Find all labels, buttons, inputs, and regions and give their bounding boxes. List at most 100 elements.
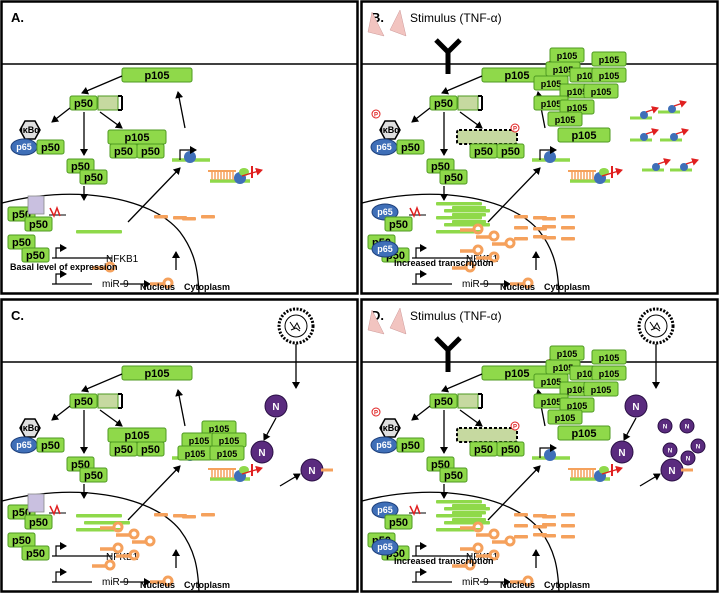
mir-loop <box>472 244 484 256</box>
p50-box <box>69 393 98 409</box>
promoter-arrow <box>55 542 67 556</box>
cytoplasm-label: Cytoplasm <box>544 580 590 590</box>
promoter-arrow <box>55 270 67 284</box>
p50-box <box>496 143 525 159</box>
ribosome-small <box>680 163 688 171</box>
n-bind-arrow <box>639 473 661 487</box>
mir-loop <box>144 535 156 547</box>
phospho-label: P <box>374 411 378 417</box>
mature-mir9 <box>542 523 556 527</box>
ikba-label: IκBα <box>20 125 40 135</box>
p105-box-label: p105 <box>189 436 210 446</box>
p105-box-label: p105 <box>591 385 612 395</box>
p50-box <box>439 169 468 185</box>
promoter-arrow <box>55 568 67 582</box>
nucleus-label: Nucleus <box>500 580 535 590</box>
p50-box-label: p50 <box>84 470 103 482</box>
p50-box <box>136 441 165 457</box>
panel-B: B.Stimulus (TNF-α)p105Pp50IκBαp65p50PPp5… <box>360 0 719 295</box>
nfkb1-transcript <box>76 230 122 234</box>
nfkb1-transcript <box>84 521 130 525</box>
nuclear-envelope <box>1 491 200 593</box>
gene-to-p105-arrow <box>175 389 186 427</box>
mir-loop <box>504 237 516 249</box>
p105-box <box>107 427 167 443</box>
blocked-small <box>645 128 659 136</box>
nfkb1-transcript <box>76 514 122 518</box>
cytoplasm-label: Cytoplasm <box>184 282 230 292</box>
p105-box <box>583 83 619 99</box>
p50-box-label: p50 <box>29 517 48 529</box>
arrow <box>99 111 123 129</box>
mir-loop <box>464 261 476 273</box>
nfkb1-transcript <box>444 521 490 525</box>
p65-label: p65 <box>377 244 393 254</box>
p105-cterminal <box>97 95 119 111</box>
p50-box <box>24 216 53 232</box>
phospho-circle <box>510 421 520 431</box>
p105-box <box>583 381 619 397</box>
p50-box-label: p50 <box>474 146 493 158</box>
mature-mir9 <box>514 513 528 517</box>
p105-box-label: p105 <box>504 368 529 380</box>
mir-loop <box>522 277 534 289</box>
arrow <box>459 111 483 129</box>
cytoplasm-label: Cytoplasm <box>544 282 590 292</box>
p105-box-label: p105 <box>567 385 588 395</box>
mir9-label: miR-9 <box>462 279 489 290</box>
mature-mir9 <box>514 215 528 219</box>
n-protein <box>657 418 673 434</box>
p65-label: p65 <box>377 542 393 552</box>
mature-mir9 <box>514 226 528 230</box>
promoter-arrow <box>415 244 427 258</box>
panel-label: A. <box>11 10 24 25</box>
p65-label: p65 <box>377 207 393 217</box>
p50-box <box>7 234 36 250</box>
p50-box-label: p50 <box>74 396 93 408</box>
nfkb1-transcript <box>436 500 482 504</box>
p50-box <box>496 441 525 457</box>
corepressor <box>27 493 45 513</box>
p50-box-label: p50 <box>114 146 133 158</box>
p105-box <box>591 51 627 67</box>
p50-box <box>69 95 98 111</box>
p105-box-label: p105 <box>557 349 578 359</box>
export-arrow <box>127 465 181 521</box>
n-protein <box>679 418 695 434</box>
p50-box-label: p50 <box>389 517 408 529</box>
n-arrow <box>263 417 277 441</box>
p50-box-label: p50 <box>26 548 45 560</box>
mir-loop <box>128 549 140 561</box>
export-arrow <box>487 465 541 521</box>
p105-to-p50-arrow <box>81 75 123 95</box>
n-protein <box>690 438 706 454</box>
p105-box-label: p105 <box>599 71 620 81</box>
nfkb1-transcript <box>452 213 486 217</box>
p65-label: p65 <box>377 505 393 515</box>
p105-box-label: p105 <box>567 103 588 113</box>
promoter-arrow <box>55 244 67 258</box>
p50-box-label: p50 <box>41 142 60 154</box>
translation-arrow <box>179 146 197 160</box>
n-protein-label: N <box>685 423 690 430</box>
arrow <box>51 405 71 421</box>
p105-box-label: p105 <box>577 369 598 379</box>
p50-box-label: p50 <box>434 98 453 110</box>
p50-box-label: p50 <box>389 219 408 231</box>
corepressor <box>27 195 45 215</box>
arrow <box>411 405 431 421</box>
n-protein-label: N <box>668 466 675 477</box>
translation-arrow <box>539 146 557 160</box>
p105-box-label: p105 <box>124 430 149 442</box>
mature-mir9 <box>154 513 168 517</box>
repression-mark <box>409 503 421 516</box>
p105-box-label: p105 <box>541 377 562 387</box>
p105-box-label: p105 <box>209 424 230 434</box>
p65-label: p65 <box>376 440 392 450</box>
p50-box <box>396 437 425 453</box>
p50-box-label: p50 <box>41 440 60 452</box>
p105-box <box>591 365 627 381</box>
